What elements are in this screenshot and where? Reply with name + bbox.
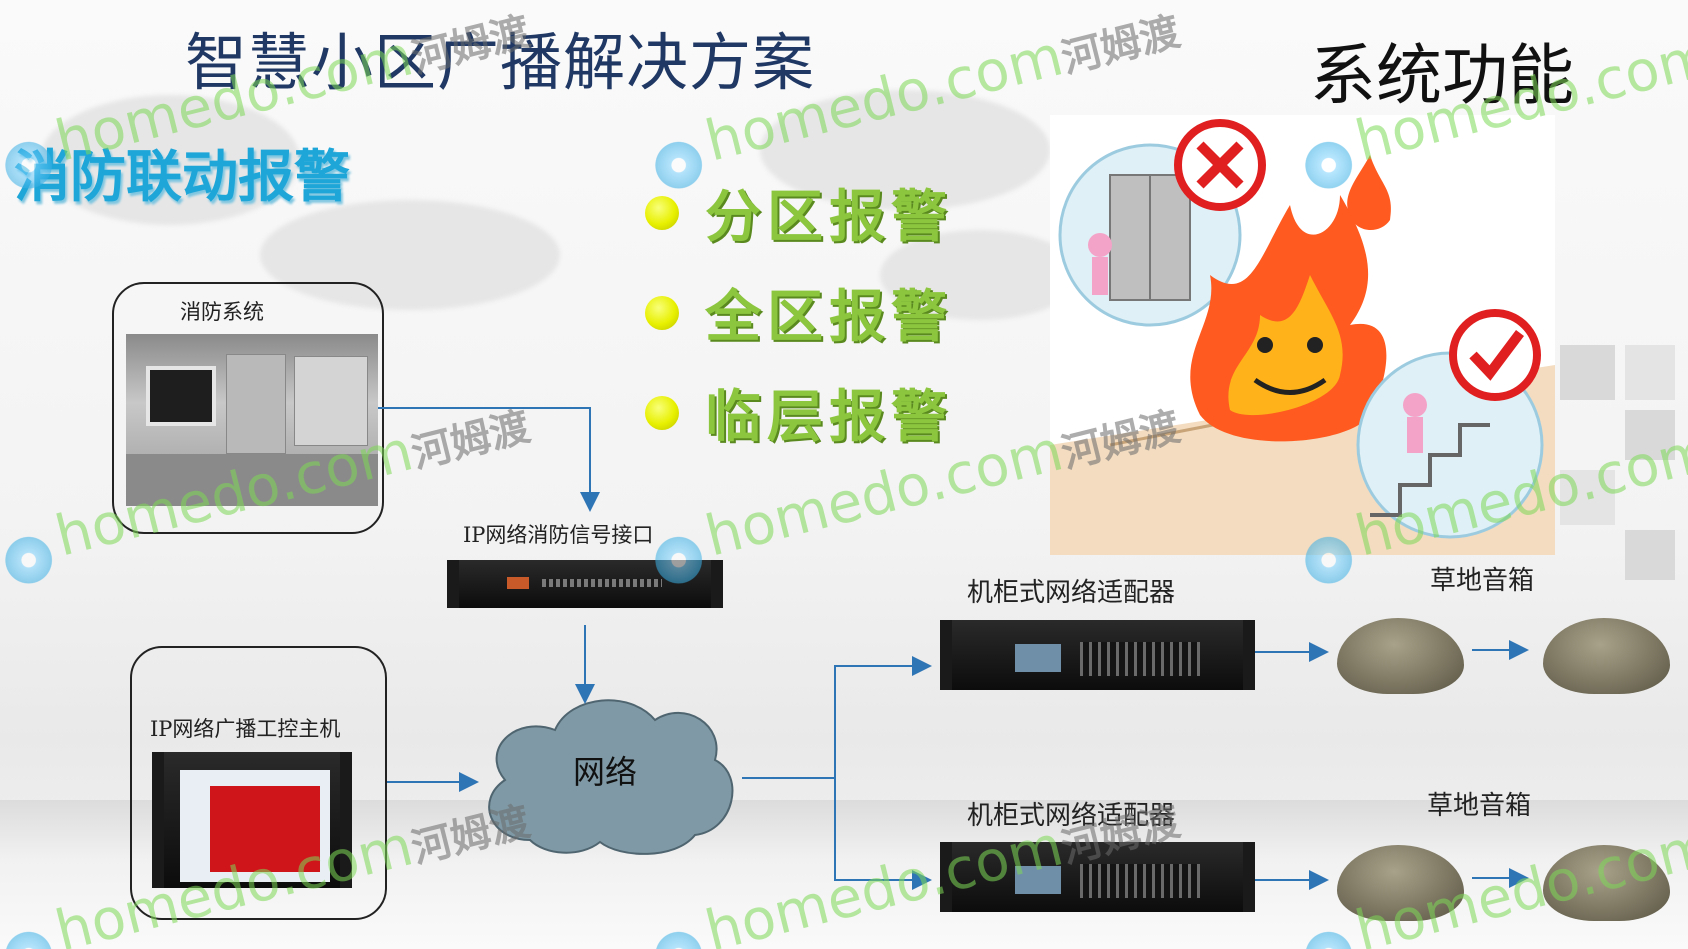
adapter-controls <box>1080 642 1200 676</box>
adapter-2-label: 机柜式网络适配器 <box>967 801 1176 831</box>
red-check-icon <box>1449 309 1541 401</box>
stairs <box>1370 423 1490 517</box>
speaker-2-label: 草地音箱 <box>1427 791 1532 821</box>
speaker-1-label: 草地音箱 <box>1430 566 1535 596</box>
ip-host-device <box>152 752 352 888</box>
tile-decoration <box>1560 470 1615 525</box>
bullet-dot-icon <box>645 195 679 230</box>
bullet-item: 分区报警 <box>645 172 953 253</box>
adapter-1-device <box>940 620 1255 690</box>
arrow-network-to-adapter-1 <box>834 656 932 778</box>
fire-system-photo <box>126 334 378 506</box>
tile-decoration <box>1625 345 1675 400</box>
section-title: 消防联动报警 <box>14 145 350 210</box>
red-x-icon <box>1174 119 1266 211</box>
host-screen <box>180 770 330 882</box>
rock-speaker-icon <box>1543 618 1670 694</box>
flower-logo-icon <box>0 921 62 949</box>
bullet-item: 临层报警 <box>645 372 953 453</box>
system-function-title: 系统功能 <box>1310 37 1574 114</box>
adapter-controls <box>1080 864 1200 898</box>
fire-illustration-svg <box>1050 119 1555 555</box>
world-map-shape <box>760 90 1050 210</box>
ip-host-box <box>130 646 387 920</box>
adapter-1-label: 机柜式网络适配器 <box>967 578 1176 608</box>
arrow-network-to-adapter-2 <box>834 778 932 890</box>
adapter-screen <box>1015 644 1061 672</box>
adapter-screen <box>1015 866 1061 894</box>
adapter-2-device <box>940 842 1255 912</box>
bullet-text: 临层报警 <box>705 385 953 450</box>
tile-decoration <box>1560 345 1615 400</box>
world-map-shape <box>880 230 1080 320</box>
bullet-text: 分区报警 <box>705 185 953 250</box>
tile-decoration <box>1625 530 1675 580</box>
desk <box>126 454 378 506</box>
host-screen-logo-panel <box>210 786 320 872</box>
bullet-text: 全区报警 <box>705 285 953 350</box>
rock-speaker-icon <box>1337 845 1464 921</box>
page-title: 智慧小区广播解决方案 <box>185 26 816 99</box>
rock-speaker-icon <box>1337 618 1464 694</box>
arrow-fire-to-interface <box>378 407 600 512</box>
bullet-item: 全区报警 <box>645 272 953 353</box>
fire-illustration <box>1050 115 1555 555</box>
monitor-icon <box>146 366 216 426</box>
fire-icon <box>1190 155 1391 442</box>
network-cloud <box>488 699 734 855</box>
ip-host-label: IP网络广播工控主机 <box>150 717 341 741</box>
fire-system-label: 消防系统 <box>180 300 264 324</box>
person-icon <box>1088 233 1112 257</box>
person-body <box>1407 417 1423 453</box>
bullet-dot-icon <box>645 395 679 430</box>
bullet-dot-icon <box>645 295 679 330</box>
display-icon <box>507 577 529 589</box>
tile-decoration <box>1625 410 1675 460</box>
ip-fire-interface-label: IP网络消防信号接口 <box>463 523 654 547</box>
world-map-shape <box>40 95 300 225</box>
control-panel <box>294 356 368 446</box>
network-label: 网络 <box>573 753 638 791</box>
person-body <box>1092 257 1108 295</box>
port-row <box>542 579 662 587</box>
person-icon <box>1403 393 1427 417</box>
flower-logo-icon <box>1295 921 1362 949</box>
rock-speaker-icon <box>1543 845 1670 921</box>
world-map-shape <box>260 200 560 310</box>
control-panel <box>226 354 286 454</box>
flower-logo-icon <box>645 921 712 949</box>
